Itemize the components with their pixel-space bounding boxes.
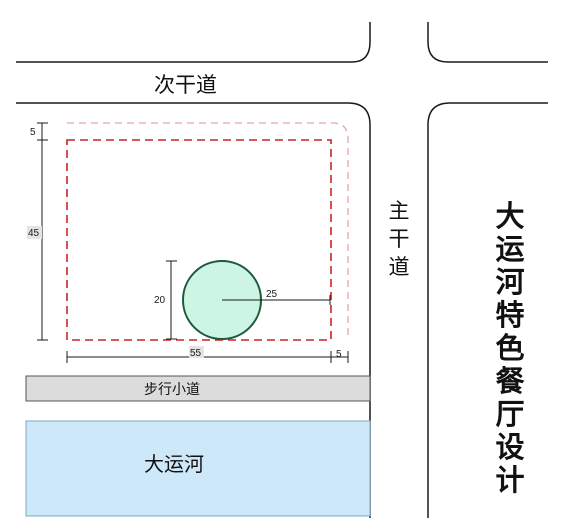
road-network [16, 22, 548, 518]
walkway-label: 步行小道 [144, 382, 200, 398]
walkway-band [25, 375, 371, 402]
main-road-top-right-edge [427, 22, 548, 63]
dimension-lines [37, 122, 349, 363]
circle-radius-label: 25 [266, 289, 278, 300]
top-setback-label: 5 [30, 127, 36, 138]
site-depth-label-bg [27, 226, 42, 239]
secondary-road-south-edge [16, 102, 371, 518]
site-depth-label: 45 [28, 228, 40, 239]
main-road-label: 主干道 [389, 199, 410, 279]
secondary-road-north-edge [16, 22, 371, 63]
site-width-label-bg [189, 346, 204, 358]
setback-boundary [67, 122, 349, 340]
secondary-road-label: 次干道 [154, 73, 217, 97]
site-width-label: 55 [190, 348, 202, 359]
river-area [25, 420, 371, 517]
circle-diameter-label: 20 [154, 295, 166, 306]
site-boundary [66, 139, 332, 341]
side-setback-label: 5 [336, 349, 342, 360]
main-road-east-edge [427, 102, 548, 518]
project-title: 大运河特色餐厅设计 [495, 199, 525, 497]
river-label: 大运河 [144, 452, 204, 476]
